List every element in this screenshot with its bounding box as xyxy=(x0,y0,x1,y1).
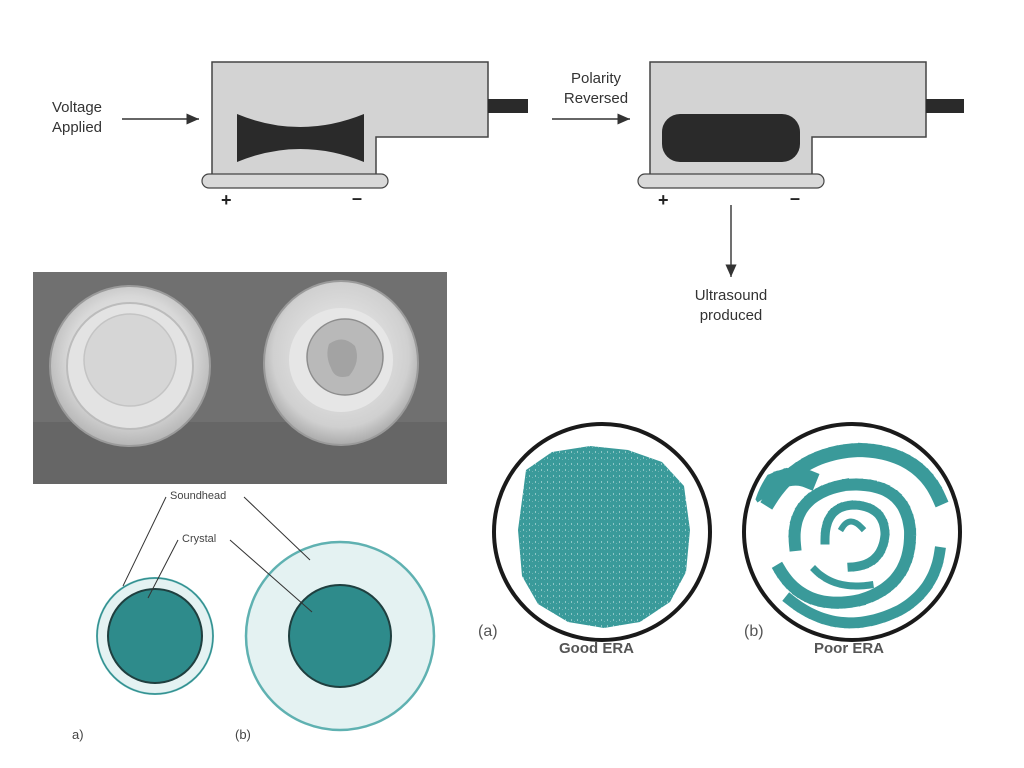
good-era-pattern xyxy=(492,422,712,642)
crystal-b xyxy=(288,584,392,688)
era-tag-b: (b) xyxy=(744,623,764,640)
leader-crystal-a xyxy=(147,539,179,599)
tag-a-soundhead: a) xyxy=(72,727,84,742)
cable-right xyxy=(926,99,964,113)
electrode-base-left xyxy=(201,173,389,189)
era-tag-a: (a) xyxy=(478,623,498,640)
crystal-expanded xyxy=(662,114,800,162)
plus-right: + xyxy=(658,190,669,210)
plus-left: + xyxy=(221,190,232,210)
poor-era-pattern xyxy=(742,422,962,642)
poor-era-caption: Poor ERA xyxy=(814,640,885,657)
transducer-right xyxy=(637,61,964,189)
minus-left: – xyxy=(352,188,363,208)
cable-left xyxy=(488,99,528,113)
leader-crystal-b xyxy=(229,539,313,613)
minus-right: – xyxy=(790,188,801,208)
good-era-caption: Good ERA xyxy=(559,640,634,657)
crystal-label: Crystal xyxy=(182,533,217,545)
leader-soundhead-a xyxy=(122,496,167,587)
crystal-contracted xyxy=(237,114,364,162)
transducer-left xyxy=(201,61,528,189)
electrode-base-right xyxy=(637,173,825,189)
crystal-a xyxy=(107,588,203,684)
leader-soundhead-b xyxy=(243,496,311,561)
tag-b-soundhead: (b) xyxy=(235,727,251,742)
soundhead-label: Soundhead xyxy=(170,490,227,502)
soundhead-photo xyxy=(33,272,447,484)
